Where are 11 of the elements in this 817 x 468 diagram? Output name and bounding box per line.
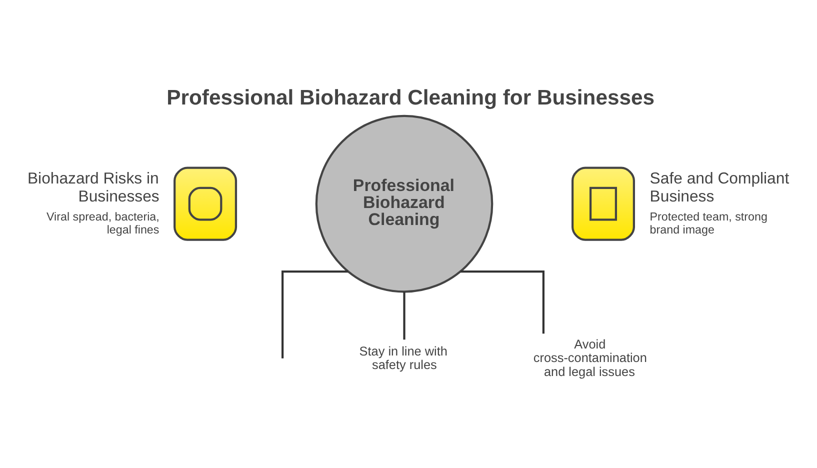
node-label: Biohazard Risks in Businesses <box>27 170 160 206</box>
connector <box>282 270 348 358</box>
diagram-title: Professional Biohazard Cleaning for Businesses <box>166 86 655 110</box>
node-label: Safe and Compliant Business <box>650 170 790 206</box>
connector <box>403 292 406 340</box>
node-text: Avoid cross-contamination and legal issues <box>533 337 647 379</box>
node-circle: Professional Biohazard Cleaning <box>315 114 494 293</box>
connector <box>460 270 544 334</box>
node-text: Stay in line with safety rules <box>359 344 448 372</box>
node-label: Viral spread, bacteria, legal fines <box>46 210 160 236</box>
node-label: Protected team, strong brand image <box>650 210 768 236</box>
